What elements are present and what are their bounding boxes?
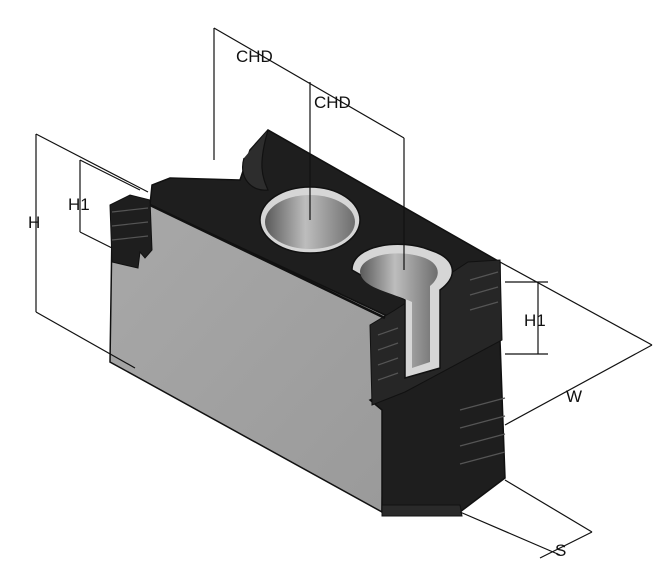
dimension-lines — [35, 27, 653, 559]
label-h1-right: H1 — [524, 311, 546, 330]
teeth-marks — [111, 207, 506, 465]
label-chd-outer: CHD — [236, 47, 273, 66]
bore-rear — [351, 243, 454, 379]
label-h1-left: H1 — [68, 195, 90, 214]
left-serration — [109, 194, 153, 269]
bottom-serration — [381, 504, 463, 517]
label-chd-inner: CHD — [314, 93, 351, 112]
side-ridge — [149, 203, 386, 320]
label-h: H — [28, 213, 40, 232]
jaw-body — [109, 129, 506, 517]
top-notch — [242, 129, 269, 191]
label-w: W — [566, 387, 582, 406]
label-s: S — [555, 541, 566, 560]
